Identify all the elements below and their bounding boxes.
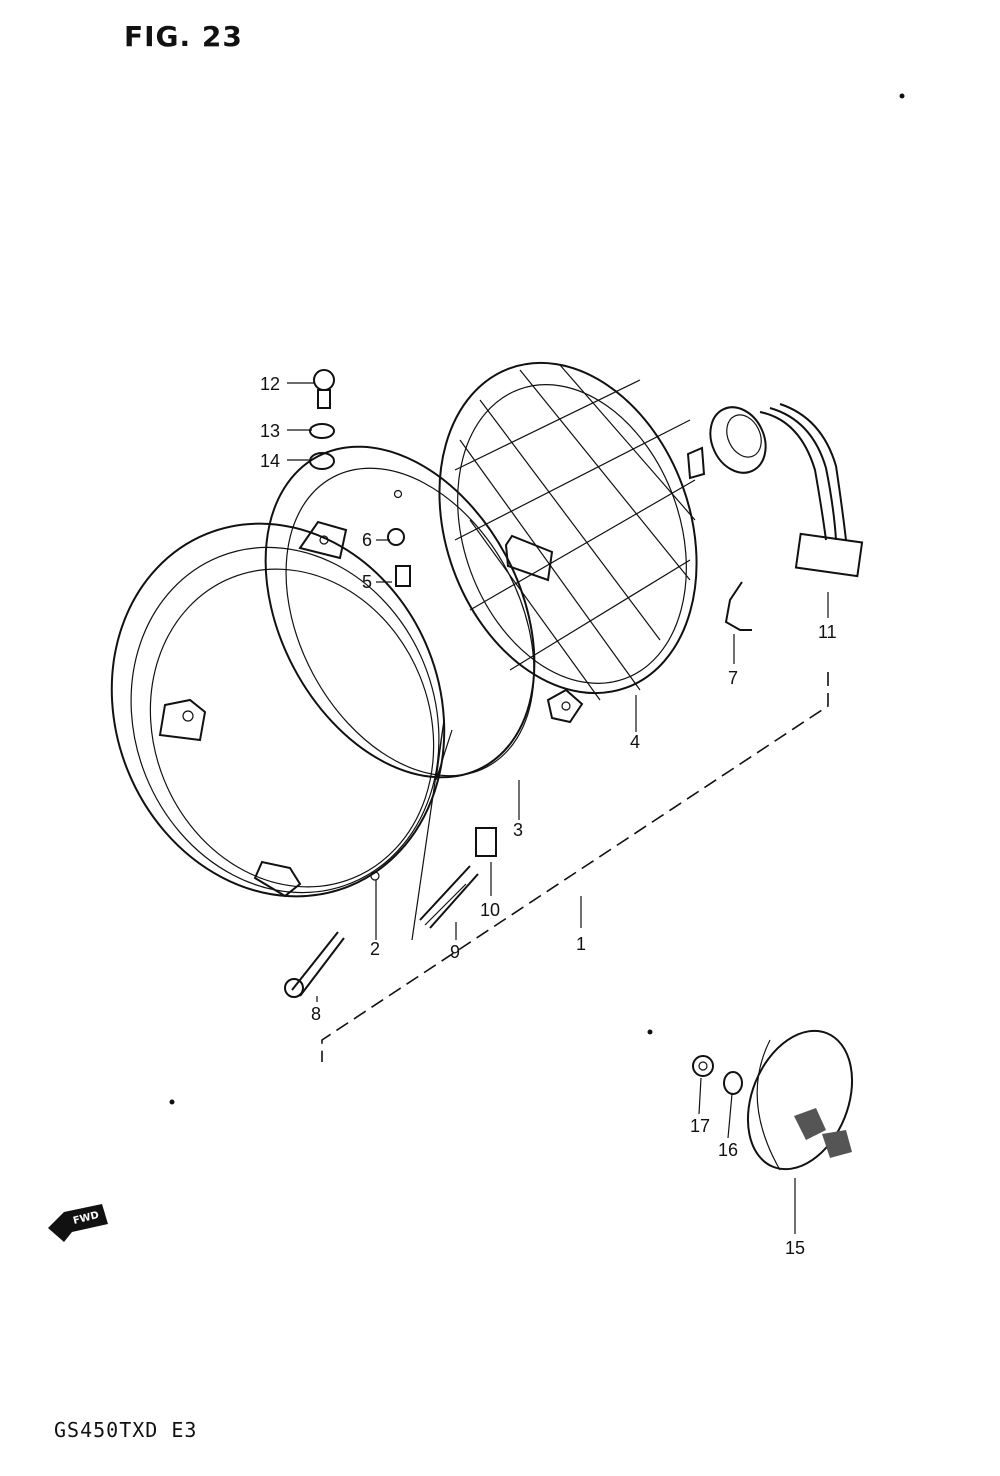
- model-code: GS450TXD E3: [54, 1418, 198, 1442]
- callout-12: 12: [260, 374, 280, 394]
- leader-lines: [287, 382, 829, 1234]
- adjusting-parts: [284, 719, 497, 998]
- spring-clip: [724, 581, 752, 631]
- callout-17: 17: [690, 1116, 710, 1136]
- callout-8: 8: [311, 1004, 321, 1024]
- callout-6: 6: [362, 530, 372, 550]
- callout-5: 5: [362, 572, 372, 592]
- reflector-assembly: [692, 1029, 854, 1171]
- callout-1: 1: [576, 934, 586, 954]
- figure-title: FIG. 23: [124, 20, 243, 53]
- headlight-lens-unit: [438, 361, 706, 701]
- headlight-rim: [110, 522, 446, 898]
- callout-3: 3: [513, 820, 523, 840]
- top-screws: [309, 369, 411, 587]
- callout-4: 4: [630, 732, 640, 752]
- bulb-socket-harness: [709, 403, 864, 578]
- callout-13: 13: [260, 421, 280, 441]
- callout-2: 2: [370, 939, 380, 959]
- callout-14: 14: [260, 451, 280, 471]
- callout-11: 11: [818, 622, 837, 642]
- headlight-housing: [264, 445, 584, 779]
- callout-16: 16: [718, 1140, 738, 1160]
- fwd-arrow-icon: FWD: [48, 1204, 108, 1242]
- callout-9: 9: [450, 942, 460, 962]
- assembly-bracket: [321, 672, 829, 1062]
- callout-15: 15: [785, 1238, 805, 1258]
- callout-10: 10: [480, 900, 500, 920]
- callout-7: 7: [728, 668, 738, 688]
